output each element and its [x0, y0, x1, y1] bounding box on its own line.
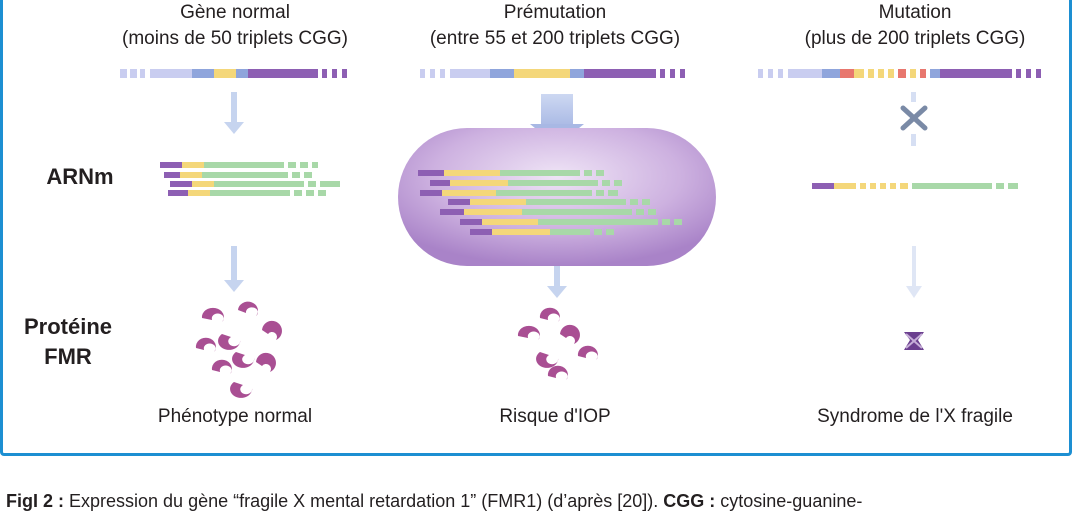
column-title-premutation: Prémutation (entre 55 et 200 triplets CG…	[400, 0, 710, 52]
mrna-strand-mutation	[812, 183, 1018, 189]
dna-strand-premutation	[420, 69, 685, 78]
column-title-premutation-subtitle: (entre 55 et 200 triplets CGG)	[429, 28, 681, 49]
arrow-down-normal-translation	[224, 246, 244, 292]
mrna-strands-premutation	[418, 170, 682, 235]
row-label-protein: Protéine FMR	[8, 312, 128, 372]
diagram-frame	[0, 0, 1072, 456]
figure-caption-cgg-text: cytosine-guanine-	[715, 491, 863, 511]
column-title-mutation-heading: Mutation	[878, 2, 952, 23]
mrna-accumulation-capsule	[398, 128, 716, 266]
column-title-normal-heading: Gène normal	[180, 2, 290, 23]
arrow-down-normal-transcription	[224, 92, 244, 134]
column-title-normal: Gène normal (moins de 50 triplets CGG)	[90, 0, 380, 52]
arrow-down-mutation-translation	[906, 246, 922, 298]
figure-caption-text: Expression du gène “fragile X mental ret…	[64, 491, 664, 511]
mrna-strands-normal	[160, 162, 340, 196]
fmr-protein-absent-icon	[904, 332, 924, 350]
figure-caption: FigI 2 : Expression du gène “fragile X m…	[6, 491, 862, 512]
column-title-premutation-heading: Prémutation	[503, 2, 607, 23]
column-title-normal-subtitle: (moins de 50 triplets CGG)	[122, 28, 348, 49]
column-title-mutation: Mutation (plus de 200 triplets CGG)	[770, 0, 1060, 52]
dna-strand-mutation	[758, 69, 1041, 78]
outcome-normal: Phénotype normal	[157, 406, 313, 427]
arrow-down-premutation-translation	[547, 266, 567, 298]
figure-caption-label: FigI 2 :	[6, 491, 64, 511]
row-label-mrna: ARNm	[46, 164, 114, 189]
blocked-transcription-icon	[900, 92, 928, 146]
fmr-proteins-premutation	[517, 307, 598, 380]
figure-caption-cgg-label: CGG :	[663, 491, 716, 511]
row-label-protein-line2: FMR	[44, 344, 92, 369]
column-title-mutation-subtitle: (plus de 200 triplets CGG)	[804, 28, 1026, 49]
fmr-proteins-normal	[195, 301, 282, 398]
outcome-premutation: Risque d'IOP	[499, 406, 611, 427]
outcome-mutation: Syndrome de l'X fragile	[817, 406, 1013, 427]
row-label-protein-line1: Protéine	[23, 314, 113, 339]
dna-strand-normal	[120, 69, 347, 78]
